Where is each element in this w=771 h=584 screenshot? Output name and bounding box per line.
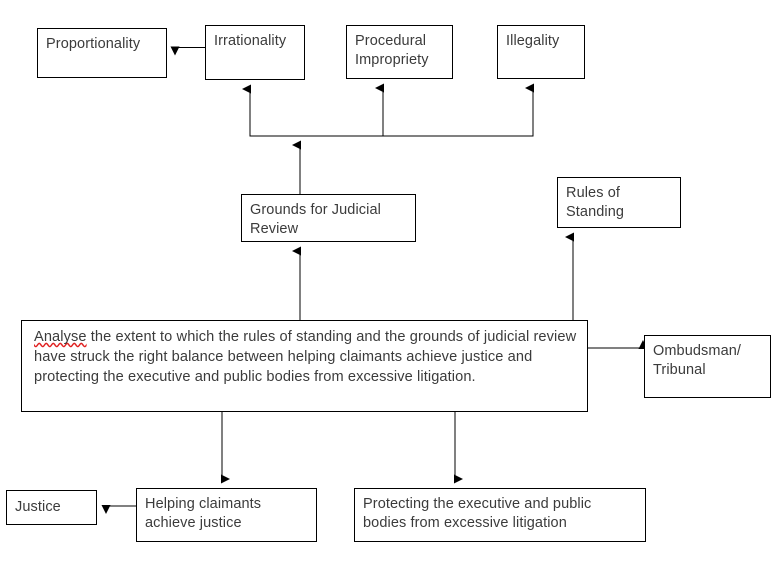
node-ombudsman-tribunal-label: Ombudsman/ Tribunal	[653, 343, 742, 379]
node-grounds-for-judicial-review[interactable]: Grounds for Judicial Review	[241, 194, 416, 242]
node-irrationality[interactable]: Irrationality	[205, 25, 305, 80]
node-rules-of-standing[interactable]: Rules of Standing	[557, 177, 681, 228]
node-protecting-executive-public-bodies-label: Protecting the executive and public bodi…	[363, 496, 592, 532]
node-irrationality-label: Irrationality	[214, 33, 287, 49]
node-justice[interactable]: Justice	[6, 490, 97, 525]
node-helping-claimants-achieve-justice-label: Helping claimants achieve justice	[145, 496, 262, 532]
node-proportionality[interactable]: Proportionality	[37, 28, 167, 78]
node-grounds-for-judicial-review-label: Grounds for Judicial Review	[250, 202, 381, 238]
misspelled-word: Analyse	[34, 329, 87, 345]
node-helping-claimants-achieve-justice[interactable]: Helping claimants achieve justice	[136, 488, 317, 542]
node-procedural-impropriety[interactable]: Procedural Impropriety	[346, 25, 453, 79]
node-question-prompt-rest: the extent to which the rules of standin…	[34, 329, 577, 385]
node-ombudsman-tribunal[interactable]: Ombudsman/ Tribunal	[644, 335, 771, 398]
node-question-prompt[interactable]: Analyse the extent to which the rules of…	[21, 320, 588, 412]
node-procedural-impropriety-label: Procedural Impropriety	[355, 33, 429, 69]
node-question-prompt-label: Analyse the extent to which the rules of…	[34, 328, 577, 388]
node-illegality-label: Illegality	[506, 33, 560, 49]
node-justice-label: Justice	[15, 499, 61, 515]
node-rules-of-standing-label: Rules of Standing	[566, 185, 625, 221]
node-protecting-executive-public-bodies[interactable]: Protecting the executive and public bodi…	[354, 488, 646, 542]
node-illegality[interactable]: Illegality	[497, 25, 585, 79]
node-proportionality-label: Proportionality	[46, 36, 141, 52]
